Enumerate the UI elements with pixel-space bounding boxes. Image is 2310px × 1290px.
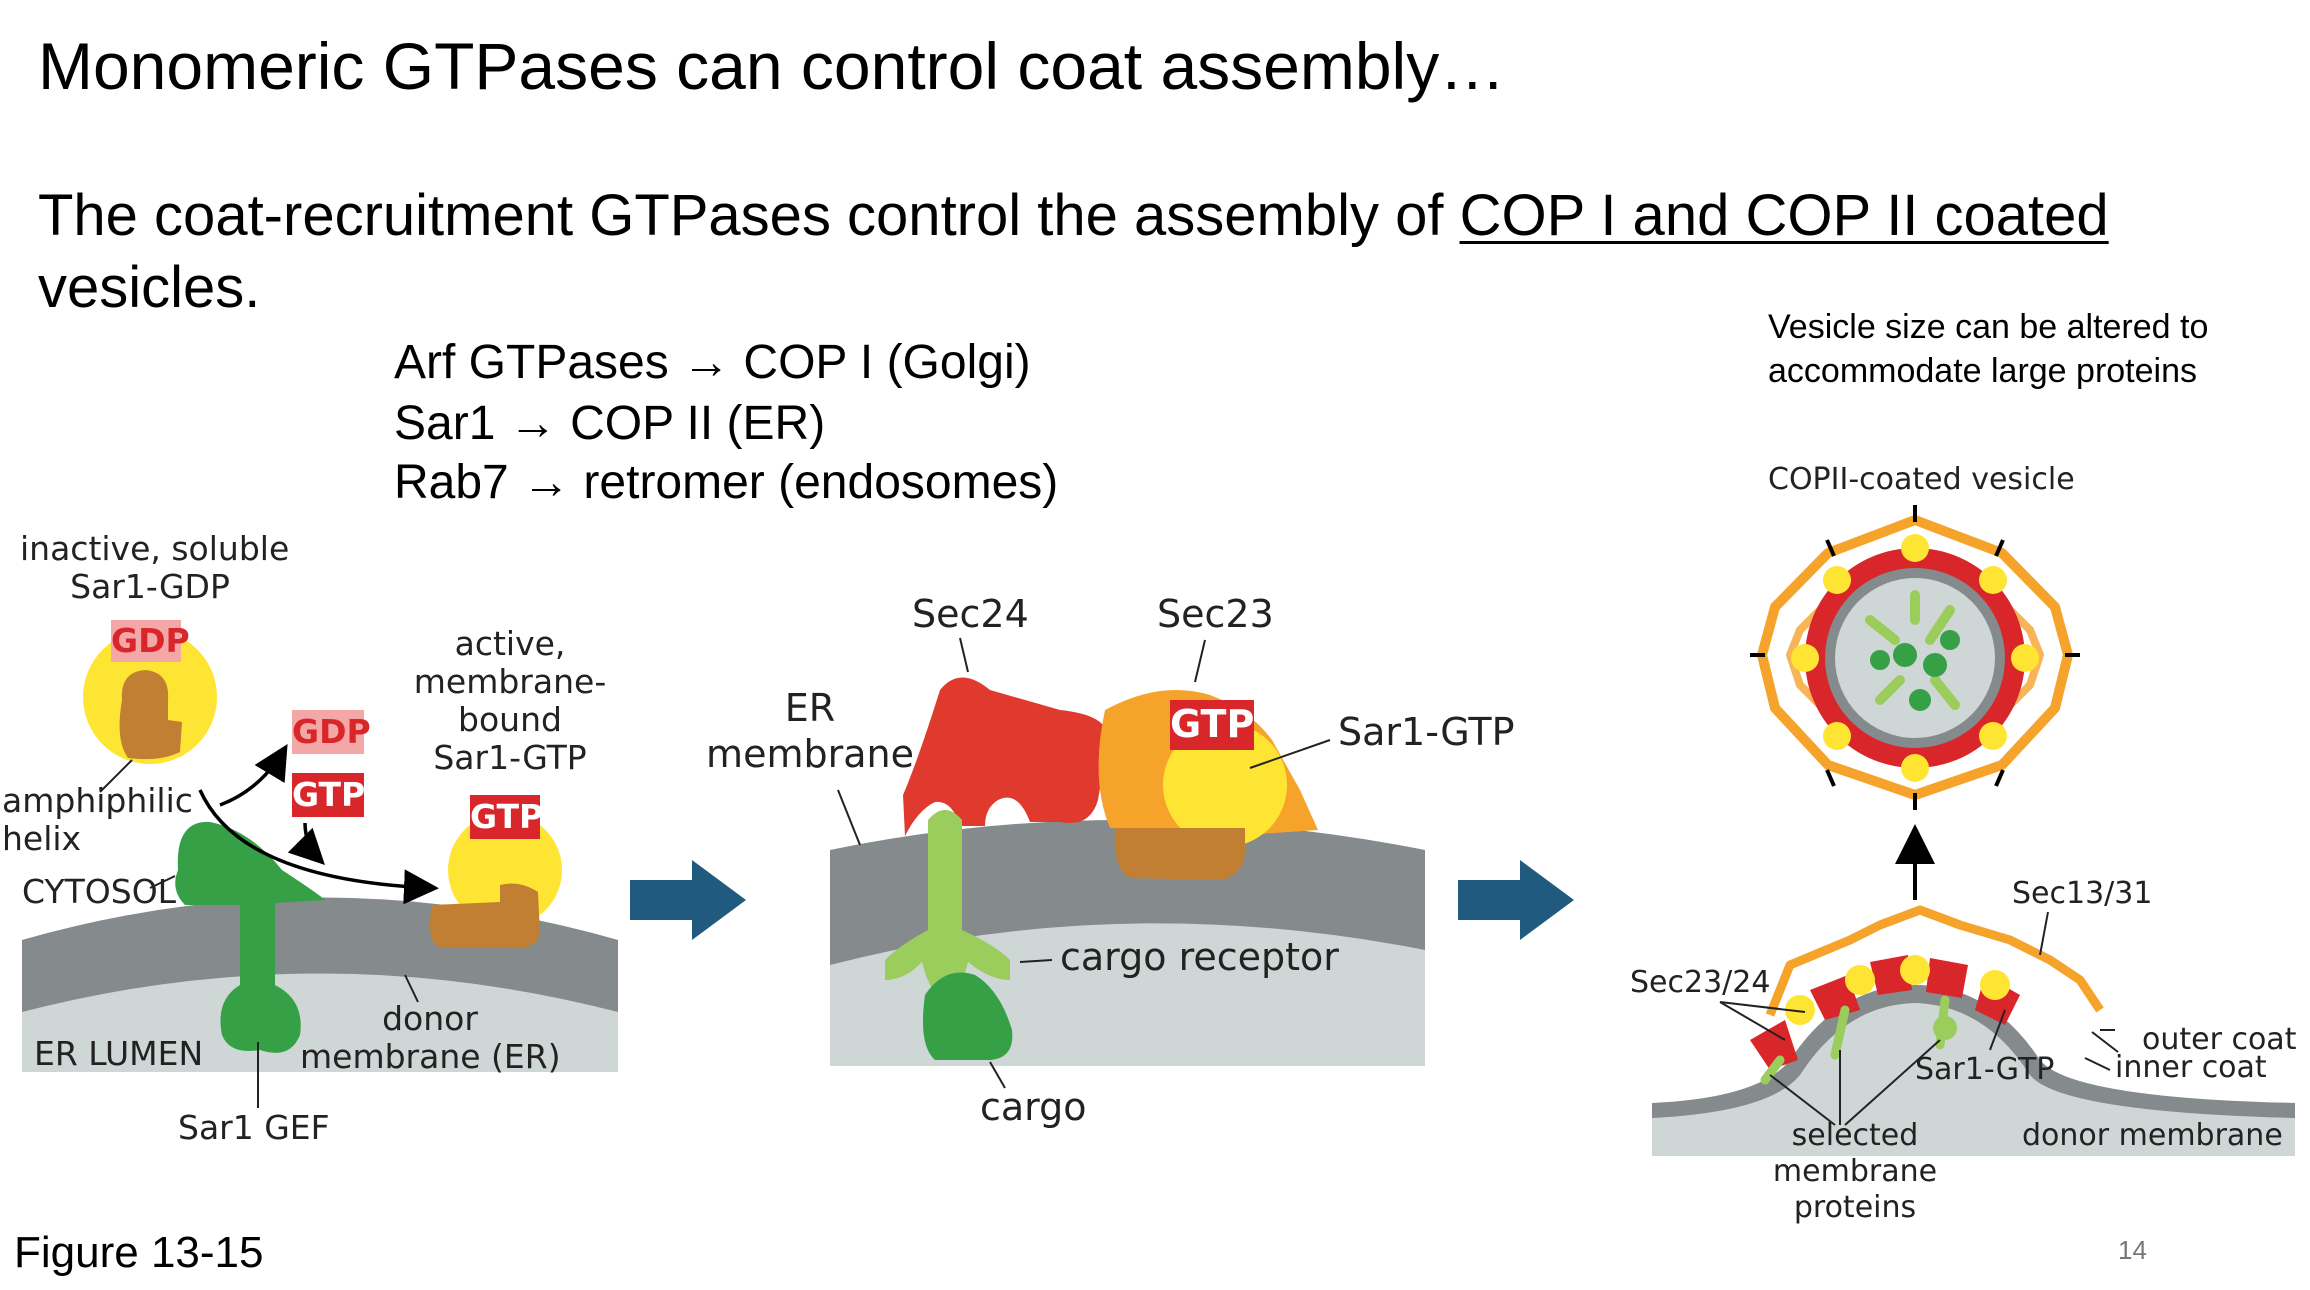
sar1-gtp-active-shape — [429, 813, 562, 949]
page-number: 14 — [2118, 1235, 2147, 1265]
label-sar1-gef: Sar1 GEF — [178, 1108, 330, 1147]
label-sec24: Sec24 — [912, 592, 1029, 636]
sar1-gdp-shape — [83, 630, 217, 764]
gdp-out-tag: GDP — [292, 712, 371, 751]
subtitle-suffix: vesicles. — [38, 255, 261, 320]
slide-title: Monomeric GTPases can control coat assem… — [38, 29, 1506, 103]
label-cytosol: CYTOSOL — [22, 872, 177, 911]
amphiphilic-line2: helix — [2, 819, 82, 858]
exchange-arrows — [198, 743, 439, 905]
label-copii-vesicle: COPII-coated vesicle — [1768, 462, 2075, 497]
subtitle-prefix: The coat-recruitment GTPases control the… — [38, 183, 1460, 248]
inactive-line1: inactive, soluble — [20, 529, 290, 568]
rule-arf: Arf GTPases → COP I (Golgi) — [394, 336, 1031, 389]
gtp-tag-active: GTP — [470, 797, 544, 836]
cargo-shape — [922, 972, 1013, 1060]
gdp-tag-box — [111, 620, 181, 662]
label-outer-coat: outer coat — [2142, 1022, 2297, 1057]
label-sec13-31: Sec13/31 — [2012, 876, 2153, 911]
label-cargo-receptor: cargo receptor — [1060, 935, 1339, 979]
active-line2: membrane- — [413, 662, 607, 701]
selected-line2: membrane — [1772, 1154, 1938, 1189]
selected-line3: proteins — [1793, 1190, 1917, 1225]
label-cargo: cargo — [980, 1085, 1087, 1129]
copii-vesicle — [1750, 505, 2080, 810]
figure-label: Figure 13-15 — [14, 1228, 264, 1277]
gtp-in-tag: GTP — [292, 775, 366, 814]
label-sar1-gtp-panel2: Sar1-GTP — [1338, 710, 1515, 754]
sar1-gtp-panel2-shape — [1114, 723, 1287, 880]
selected-line1: selected — [1791, 1118, 1919, 1153]
donor-membrane-bud — [1652, 985, 2295, 1156]
gtp-tag-panel2-box — [1170, 700, 1254, 750]
active-line3: bound — [458, 700, 562, 739]
note-line1: Vesicle size can be altered to — [1768, 308, 2209, 346]
gtp-tag-panel2: GTP — [1170, 702, 1255, 746]
label-sec23: Sec23 — [1157, 592, 1274, 636]
note-line2: accommodate large proteins — [1768, 352, 2198, 390]
sar1-gef-shape — [175, 821, 325, 1053]
panel2-pointer-lines — [837, 637, 1331, 1089]
donor-line1: donor — [382, 999, 478, 1038]
process-arrow-1 — [630, 860, 746, 940]
panel3-pointer-lines — [1719, 911, 2119, 1126]
label-sec23-24: Sec23/24 — [1630, 965, 1771, 1000]
subtitle-underlined: COP I and COP II coated — [1459, 183, 2109, 248]
amphiphilic-line1: amphiphilic — [2, 781, 193, 820]
sec24-shape — [903, 677, 1109, 836]
gdp-tag: GDP — [111, 621, 190, 660]
label-donor-membrane-panel3: donor membrane — [2022, 1118, 2283, 1153]
active-line4: Sar1-GTP — [433, 738, 587, 777]
gdp-gtp-exchange-tags — [292, 710, 540, 839]
er-line2: membrane — [706, 732, 914, 776]
process-arrow-2 — [1458, 860, 1574, 940]
label-inner-coat: inner coat — [2115, 1050, 2267, 1085]
er-line1: ER — [784, 686, 836, 730]
slide-subtitle: The coat-recruitment GTPases control the… — [38, 180, 2278, 324]
budding-coat — [1750, 905, 2104, 1085]
vesicle-size-note: Vesicle size can be altered to accommodat… — [1768, 305, 2208, 393]
label-sar1-gtp-panel3: Sar1-GTP — [1915, 1052, 2055, 1087]
donor-line2: membrane (ER) — [300, 1037, 561, 1076]
rule-sar1: Sar1 → COP II (ER) — [394, 397, 826, 450]
panel1-pointer-lines — [99, 759, 419, 1108]
active-line1: active, — [454, 624, 566, 663]
label-er-lumen: ER LUMEN — [34, 1034, 204, 1073]
inactive-line2: Sar1-GDP — [70, 567, 230, 606]
rule-rab7: Rab7 → retromer (endosomes) — [394, 456, 1059, 509]
cargo-receptor-shape — [885, 810, 1010, 1000]
